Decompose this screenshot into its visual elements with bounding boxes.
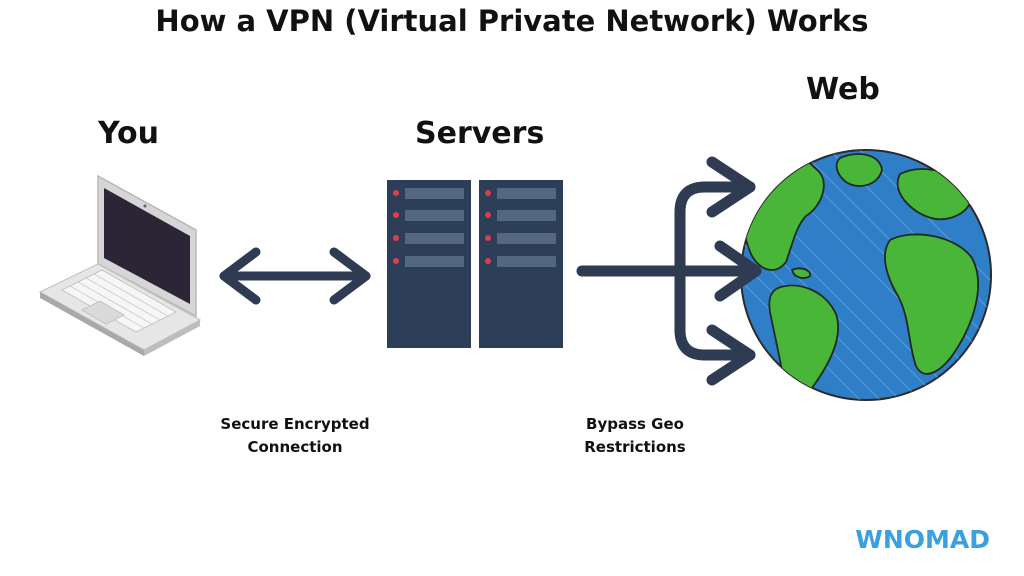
caption-line: Connection xyxy=(247,438,343,456)
node-label-web: Web xyxy=(806,72,880,107)
caption-secure-connection: Secure Encrypted Connection xyxy=(205,413,385,459)
node-label-servers: Servers xyxy=(415,116,545,151)
caption-line: Bypass Geo xyxy=(586,415,684,433)
server-rack-icon xyxy=(387,180,563,348)
page-title: How a VPN (Virtual Private Network) Work… xyxy=(155,4,869,38)
caption-bypass-geo: Bypass Geo Restrictions xyxy=(563,413,707,459)
brand-logo: WNOMAD xyxy=(855,525,990,554)
node-label-you: You xyxy=(98,116,159,151)
laptop-icon xyxy=(38,174,202,356)
caption-line: Secure Encrypted xyxy=(220,415,370,433)
double-arrow-icon xyxy=(219,247,371,305)
globe-icon xyxy=(740,149,992,401)
caption-line: Restrictions xyxy=(584,438,686,456)
split-arrow-icon xyxy=(576,156,762,386)
